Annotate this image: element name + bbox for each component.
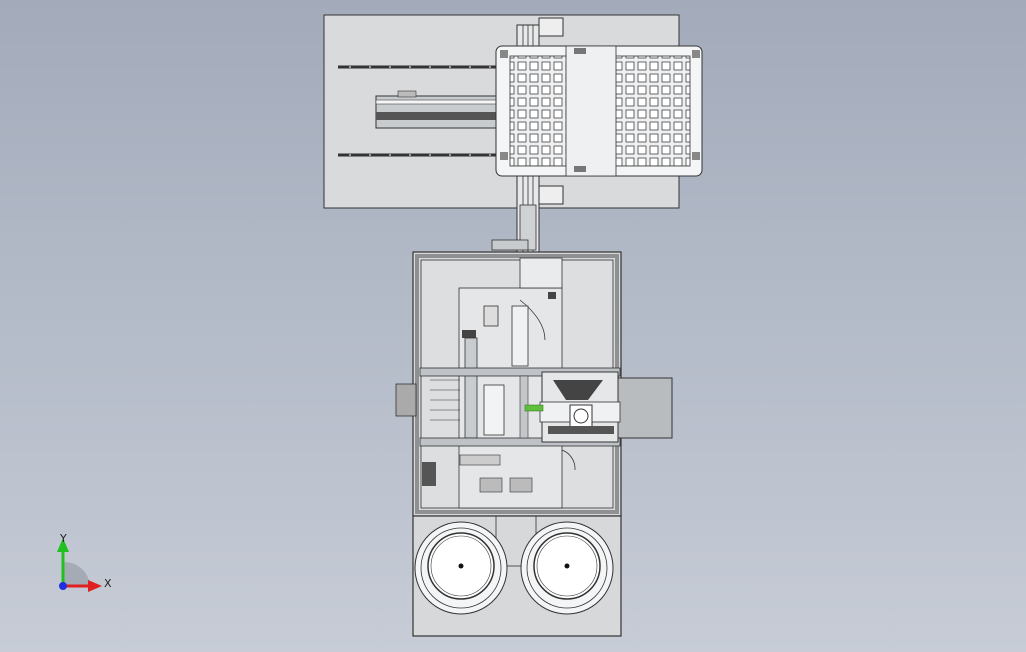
triad-y-label: Y [60,532,67,545]
tray-pallet-right [565,45,703,177]
triad-z-axis [59,582,67,590]
triad-x-label: X [104,577,112,590]
vibratory-bowl-right [520,521,614,615]
vibratory-bowl-left [414,521,508,615]
coordinate-triad [57,538,102,592]
hopper-assembly [524,371,673,443]
